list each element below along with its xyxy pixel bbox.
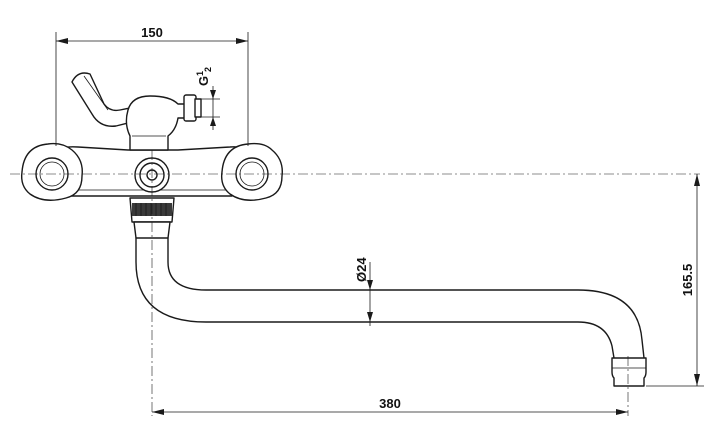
dimension-150: 150 bbox=[56, 25, 248, 44]
dimension-380: 380 bbox=[152, 396, 628, 415]
diverter-housing bbox=[125, 95, 189, 151]
dimension-150-label: 150 bbox=[141, 25, 163, 40]
thread-denominator-label: 2 bbox=[203, 67, 213, 72]
pipe-diameter-label: Ø24 bbox=[354, 257, 369, 282]
shower-outlet-thread bbox=[194, 98, 202, 118]
center-lines bbox=[10, 150, 700, 416]
diverter-lever-inner bbox=[83, 75, 109, 111]
aerator bbox=[611, 357, 647, 387]
faucet-body bbox=[20, 72, 647, 387]
dimension-height: 165.5 bbox=[680, 174, 700, 386]
spout-pipe bbox=[135, 237, 645, 359]
dimension-thread: G 1 2 bbox=[195, 67, 216, 130]
spout-length-label: 380 bbox=[379, 396, 401, 411]
diverter-lever bbox=[71, 72, 133, 127]
thread-numerator-label: 1 bbox=[195, 71, 205, 76]
height-label: 165.5 bbox=[680, 264, 695, 297]
dimension-pipe-diameter: Ø24 bbox=[354, 257, 373, 326]
thread-prefix-label: G bbox=[196, 76, 211, 86]
right-handle bbox=[220, 142, 283, 201]
extension-lines bbox=[55, 32, 704, 387]
shower-outlet-nut bbox=[183, 94, 197, 122]
left-handle bbox=[20, 142, 83, 201]
